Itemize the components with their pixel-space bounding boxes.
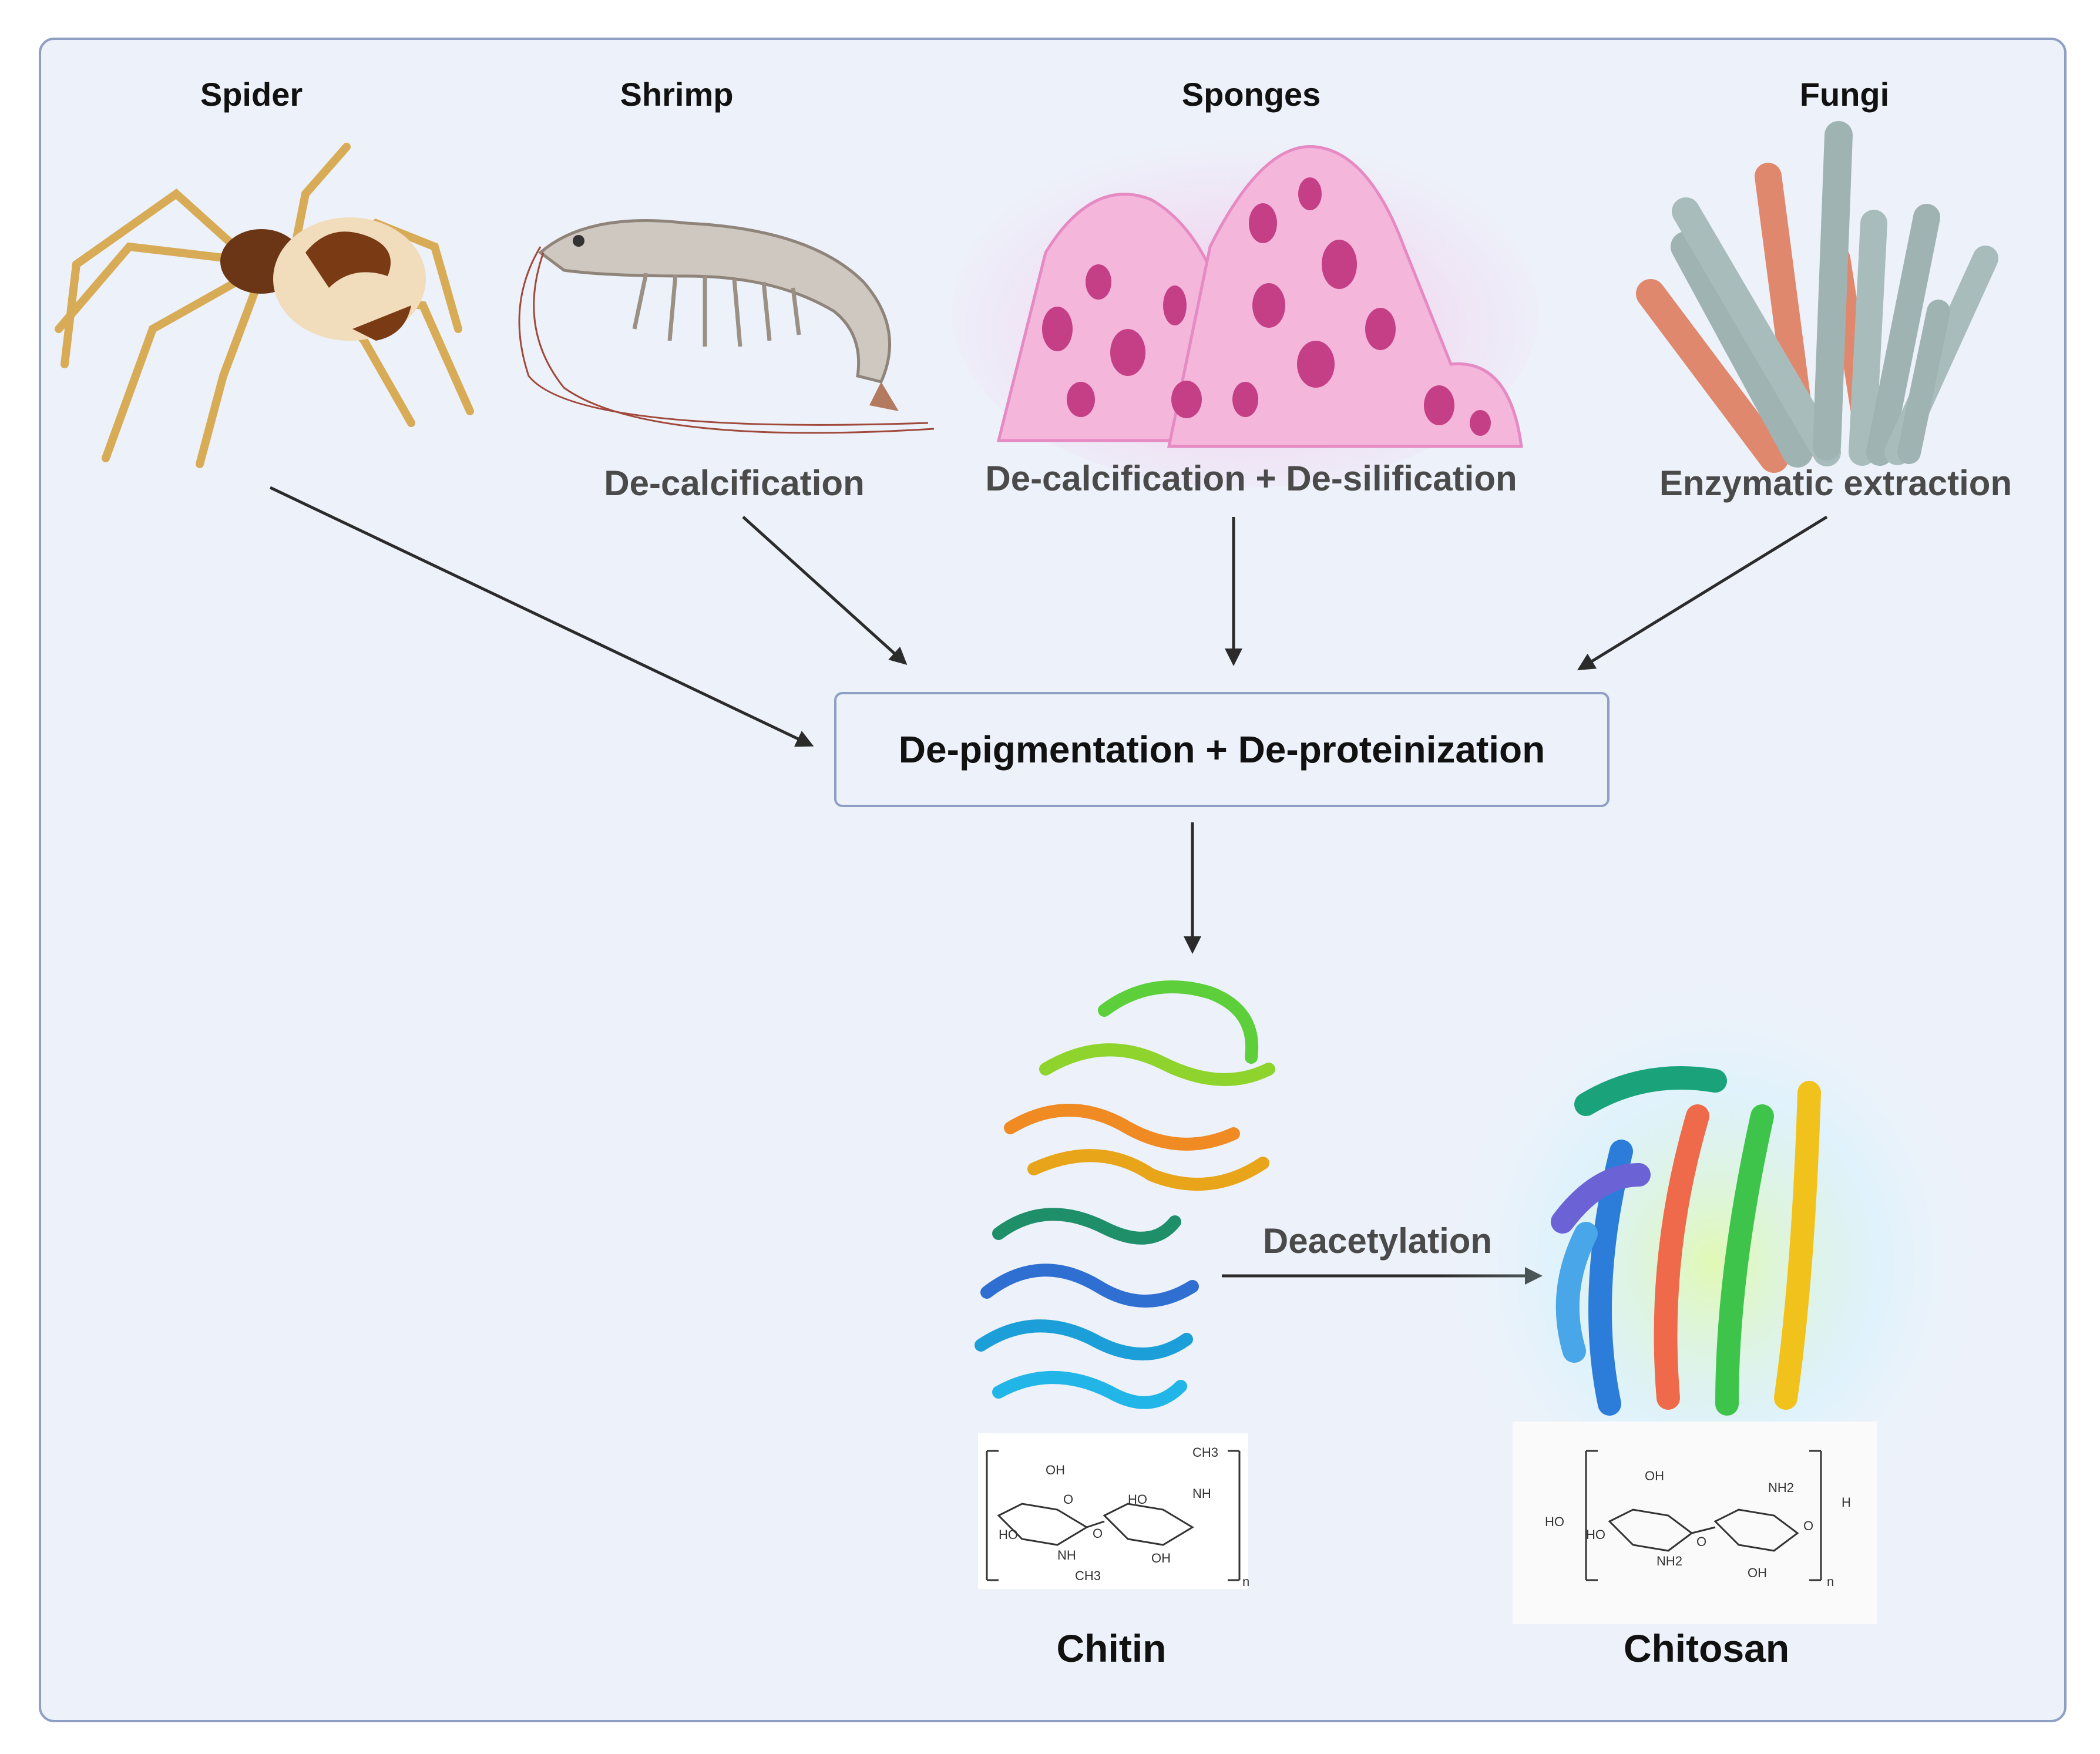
chitin-nh-bottom: NH	[1057, 1548, 1076, 1563]
chitosan-protein-illustration	[1439, 969, 1991, 1557]
chitin-ho-left: HO	[999, 1527, 1018, 1542]
chitin-protein-illustration	[975, 980, 1275, 1409]
fungi-illustration	[1636, 121, 1998, 473]
step-deacetylation: Deacetylation	[1262, 1221, 1493, 1261]
shrimp-illustration	[518, 219, 935, 434]
chitin-oh-bottom: OH	[1151, 1551, 1171, 1565]
arrow-fungi-to-center	[1577, 515, 1828, 671]
chitosan-o-bridge: O	[1696, 1534, 1706, 1549]
chitosan-o-right: O	[1803, 1518, 1813, 1533]
chitin-o-bridge: O	[1093, 1526, 1103, 1541]
spider-illustration	[55, 143, 474, 468]
label-sponges: Sponges	[1181, 76, 1321, 113]
chitin-o-left: O	[1063, 1492, 1073, 1507]
chitosan-n-subscript: n	[1827, 1574, 1834, 1589]
chitin-oh-top: OH	[1046, 1463, 1065, 1477]
sponges-illustration	[952, 135, 1539, 488]
label-fungi: Fungi	[1799, 76, 1890, 113]
chitosan-nh2-bottom: NH2	[1657, 1554, 1682, 1568]
chitin-structure: OH CH3 NH HO HO O O NH OH CH3 n	[978, 1433, 1249, 1589]
chitosan-structure: OH NH2 H HO HO O O NH2 OH n	[1513, 1422, 1877, 1624]
chitin-n-subscript: n	[1242, 1574, 1249, 1589]
label-shrimp: Shrimp	[620, 76, 734, 113]
chitin-ho-right: HO	[1128, 1492, 1147, 1507]
central-process-box: De-pigmentation + De-proteinization	[834, 692, 1610, 807]
arrow-shrimp-to-center	[742, 516, 908, 666]
chitosan-ho-outer: HO	[1545, 1514, 1564, 1529]
chitosan-oh-bottom: OH	[1748, 1565, 1767, 1580]
chitin-ch3-bottom: CH3	[1075, 1568, 1101, 1583]
step-shrimp: De-calcification	[604, 463, 865, 503]
step-sponges: De-calcification + De-silification	[985, 459, 1517, 498]
chitosan-h: H	[1842, 1495, 1851, 1510]
central-process-label: De-pigmentation + De-proteinization	[898, 728, 1545, 771]
label-chitosan: Chitosan	[1623, 1627, 1790, 1670]
step-fungi: Enzymatic extraction	[1659, 463, 2012, 503]
label-chitin: Chitin	[1056, 1627, 1167, 1670]
chitin-nh-top: NH	[1192, 1486, 1211, 1501]
chitosan-oh-top: OH	[1645, 1469, 1664, 1483]
chitin-ch3-top: CH3	[1192, 1445, 1218, 1460]
arrow-spider-to-center	[269, 486, 814, 747]
flow-arrows	[269, 486, 1828, 1285]
label-spider: Spider	[200, 76, 303, 113]
chitosan-ho-inner: HO	[1586, 1527, 1605, 1542]
chitosan-nh2-top: NH2	[1768, 1480, 1794, 1495]
